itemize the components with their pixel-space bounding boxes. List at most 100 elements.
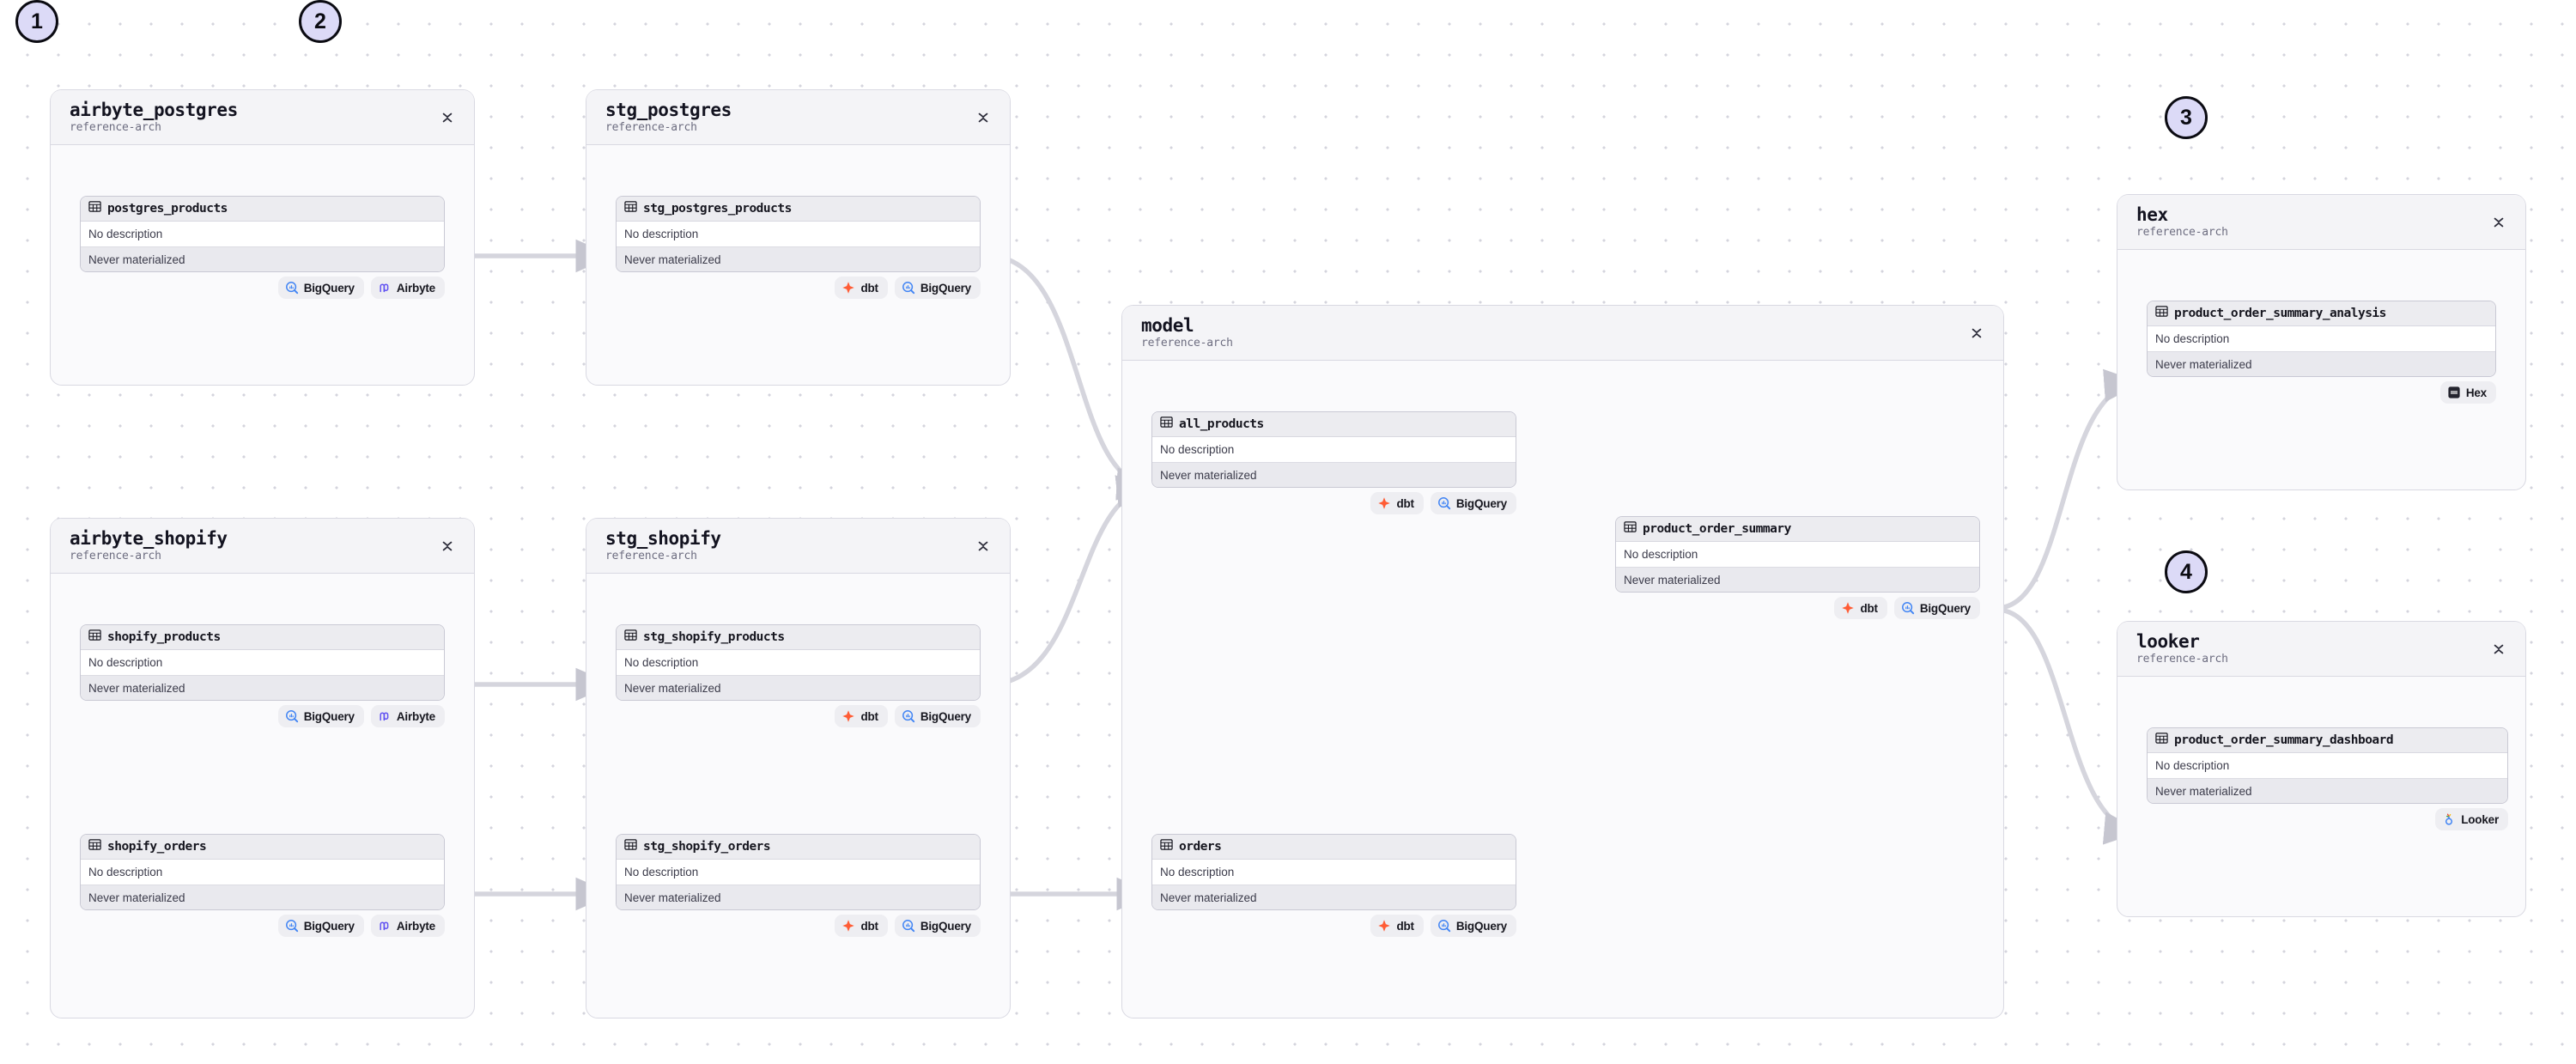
asset-node-title: stg_postgres_products	[617, 197, 980, 222]
badge-bigquery[interactable]: BigQuery	[894, 915, 981, 937]
asset-node-postgres_products[interactable]: postgres_products No description Never m…	[80, 196, 445, 272]
group-header-stg_postgres[interactable]: stg_postgres reference-arch	[586, 90, 1010, 145]
collapse-icon[interactable]	[2491, 640, 2506, 659]
badge-label: dbt	[860, 281, 878, 295]
badge-bigquery[interactable]: BigQuery	[894, 705, 981, 727]
badge-dbt[interactable]: dbt	[835, 915, 888, 937]
asset-node-name: all_products	[1179, 417, 1264, 431]
badge-label: BigQuery	[920, 281, 971, 295]
badge-bigquery[interactable]: BigQuery	[894, 277, 981, 299]
asset-node-description: No description	[2148, 753, 2507, 778]
asset-group-airbyte_postgres[interactable]: airbyte_postgres reference-arch postgres…	[50, 89, 475, 386]
asset-node-title: shopify_orders	[81, 835, 444, 860]
group-subtitle: reference-arch	[70, 550, 161, 563]
asset-node-name: shopify_products	[107, 630, 221, 644]
asset-node-badges: dbt BigQuery	[616, 277, 981, 299]
collapse-icon[interactable]	[440, 108, 455, 127]
asset-node-description: No description	[2148, 326, 2495, 351]
badge-bigquery[interactable]: BigQuery	[1430, 915, 1516, 937]
badge-bigquery[interactable]: BigQuery	[277, 705, 364, 727]
bigquery-icon	[902, 709, 915, 723]
badge-label: Hex	[2465, 386, 2487, 399]
asset-node-orders[interactable]: orders No description Never materialized	[1151, 834, 1516, 910]
airbyte-icon	[378, 709, 392, 723]
group-subtitle: reference-arch	[605, 550, 697, 563]
group-body-hex: product_order_summary_analysis No descri…	[2117, 250, 2525, 491]
asset-node-title: shopify_products	[81, 625, 444, 650]
asset-node-stg_shopify_orders[interactable]: stg_shopify_orders No description Never …	[616, 834, 981, 910]
badge-airbyte[interactable]: Airbyte	[370, 915, 445, 937]
asset-node-name: product_order_summary_analysis	[2174, 307, 2386, 320]
asset-node-stg_postgres_products[interactable]: stg_postgres_products No description Nev…	[616, 196, 981, 272]
asset-node-stg_shopify_products[interactable]: stg_shopify_products No description Neve…	[616, 624, 981, 701]
group-header-model[interactable]: model reference-arch	[1122, 306, 2003, 361]
step-marker-1: 1	[15, 0, 58, 43]
group-title-block: stg_shopify reference-arch	[605, 529, 721, 562]
badge-airbyte[interactable]: Airbyte	[370, 705, 445, 727]
table-icon	[1160, 416, 1173, 433]
asset-group-model[interactable]: model reference-arch all_products No des…	[1121, 305, 2004, 1018]
asset-node-description: No description	[617, 860, 980, 885]
asset-node-materialization: Never materialized	[1616, 567, 1979, 592]
badge-looker[interactable]: Looker	[2435, 808, 2508, 830]
collapse-icon[interactable]	[2491, 213, 2506, 232]
dbt-icon	[1841, 601, 1855, 615]
asset-node-badges: Looker	[2147, 808, 2508, 830]
group-subtitle: reference-arch	[2136, 226, 2228, 240]
badge-dbt[interactable]: dbt	[1370, 492, 1424, 514]
asset-node-all_products[interactable]: all_products No description Never materi…	[1151, 411, 1516, 488]
asset-node-materialization: Never materialized	[81, 675, 444, 700]
collapse-icon[interactable]	[440, 537, 455, 556]
table-icon	[624, 629, 637, 646]
asset-group-airbyte_shopify[interactable]: airbyte_shopify reference-arch shopify_p…	[50, 518, 475, 1018]
badge-dbt[interactable]: dbt	[835, 277, 888, 299]
dbt-icon	[1377, 919, 1391, 933]
badge-bigquery[interactable]: BigQuery	[1893, 597, 1980, 619]
collapse-icon[interactable]	[975, 108, 991, 127]
group-subtitle: reference-arch	[605, 121, 697, 135]
asset-node-product_order_summary_dashboard[interactable]: product_order_summary_dashboard No descr…	[2147, 727, 2508, 804]
asset-node-shopify_orders[interactable]: shopify_orders No description Never mate…	[80, 834, 445, 910]
asset-group-looker[interactable]: looker reference-arch product_order_summ…	[2117, 621, 2526, 917]
asset-node-name: postgres_products	[107, 202, 228, 216]
group-name: airbyte_shopify	[70, 528, 228, 550]
group-header-hex[interactable]: hex reference-arch	[2117, 195, 2525, 250]
asset-node-product_order_summary[interactable]: product_order_summary No description Nev…	[1615, 516, 1980, 593]
badge-dbt[interactable]: dbt	[1370, 915, 1424, 937]
asset-node-shopify_products[interactable]: shopify_products No description Never ma…	[80, 624, 445, 701]
group-subtitle: reference-arch	[2136, 653, 2228, 666]
badge-bigquery[interactable]: BigQuery	[277, 277, 364, 299]
badge-airbyte[interactable]: Airbyte	[370, 277, 445, 299]
asset-group-hex[interactable]: hex reference-arch product_order_summary…	[2117, 194, 2526, 490]
badge-dbt[interactable]: dbt	[1834, 597, 1887, 619]
group-name: airbyte_postgres	[70, 100, 238, 121]
bigquery-icon	[1901, 601, 1915, 615]
bigquery-icon	[1437, 496, 1451, 510]
bigquery-icon	[285, 281, 299, 295]
asset-node-product_order_summary_analysis[interactable]: product_order_summary_analysis No descri…	[2147, 301, 2496, 377]
group-subtitle: reference-arch	[1141, 337, 1233, 350]
asset-node-materialization: Never materialized	[1152, 885, 1516, 909]
asset-group-stg_postgres[interactable]: stg_postgres reference-arch stg_postgres…	[586, 89, 1011, 386]
asset-node-description: No description	[1152, 437, 1516, 462]
badge-bigquery[interactable]: BigQuery	[1430, 492, 1516, 514]
group-header-looker[interactable]: looker reference-arch	[2117, 622, 2525, 677]
badge-label: BigQuery	[920, 919, 971, 933]
asset-group-stg_shopify[interactable]: stg_shopify reference-arch stg_shopify_p…	[586, 518, 1011, 1018]
collapse-icon[interactable]	[1969, 324, 1984, 343]
asset-node-badges: dbt BigQuery	[1615, 597, 1980, 619]
badge-hex[interactable]: Hex	[2439, 381, 2496, 404]
asset-node-description: No description	[81, 860, 444, 885]
badge-label: dbt	[1396, 919, 1414, 933]
group-header-airbyte_postgres[interactable]: airbyte_postgres reference-arch	[51, 90, 474, 145]
asset-node-title: stg_shopify_products	[617, 625, 980, 650]
badge-dbt[interactable]: dbt	[835, 705, 888, 727]
step-marker-4: 4	[2165, 550, 2208, 593]
collapse-icon[interactable]	[975, 537, 991, 556]
badge-bigquery[interactable]: BigQuery	[277, 915, 364, 937]
group-body-looker: product_order_summary_dashboard No descr…	[2117, 677, 2525, 918]
group-header-airbyte_shopify[interactable]: airbyte_shopify reference-arch	[51, 519, 474, 574]
group-header-stg_shopify[interactable]: stg_shopify reference-arch	[586, 519, 1010, 574]
table-icon	[2155, 732, 2168, 749]
